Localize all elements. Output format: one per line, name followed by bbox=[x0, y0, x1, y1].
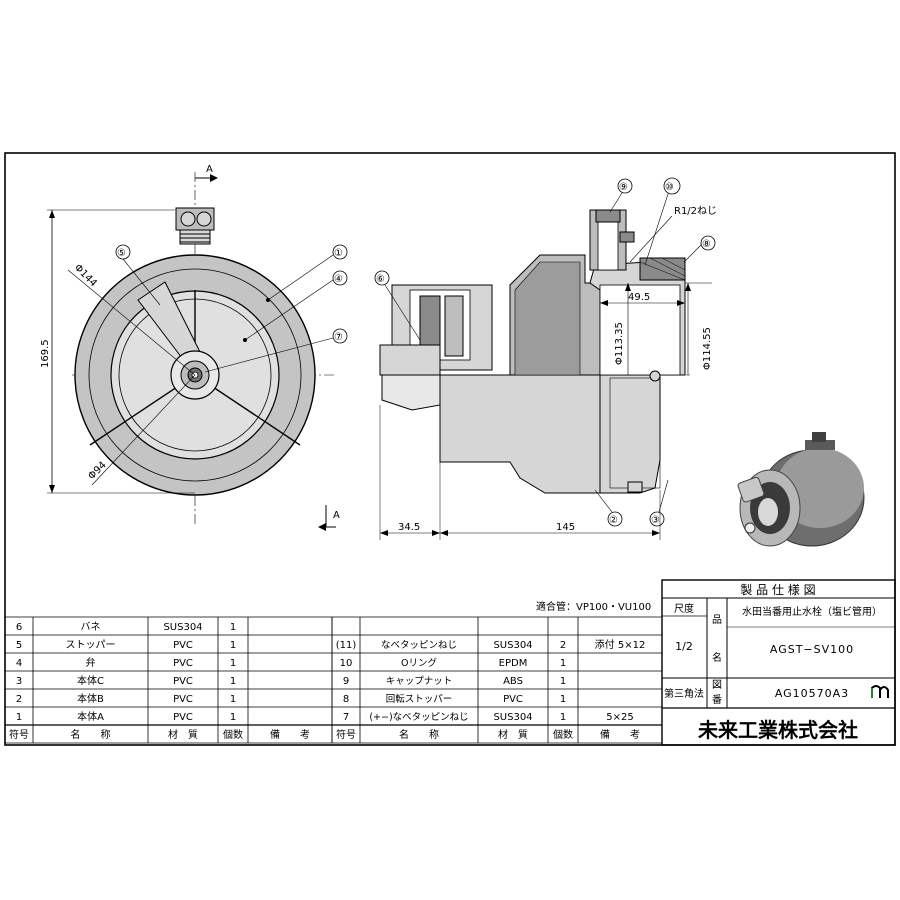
part-cell-material: PVC bbox=[173, 676, 193, 687]
part-cell-material: SUS304 bbox=[493, 712, 532, 723]
part-cell-no: (11) bbox=[336, 640, 357, 651]
scale-value: 1/2 bbox=[675, 640, 693, 653]
section-mark-top: A bbox=[206, 164, 213, 175]
part-cell-name: 本体C bbox=[77, 674, 104, 687]
section-mark-bottom: A bbox=[333, 510, 340, 521]
name-label-2: 名 bbox=[712, 651, 722, 664]
parts-header-material: 材 質 bbox=[498, 728, 528, 741]
drawing-label-1: 図 bbox=[712, 679, 722, 691]
part-cell-name: 回転ストッパー bbox=[386, 694, 453, 705]
part-cell-material: PVC bbox=[503, 694, 523, 705]
part-cell-no: 5 bbox=[16, 640, 22, 651]
dim-r-half: R1/2ねじ bbox=[674, 205, 717, 217]
balloon-2: ② bbox=[609, 515, 618, 526]
dim-169: 169.5 bbox=[40, 339, 51, 368]
dim-d113: Φ113.35 bbox=[614, 322, 625, 365]
drawing-number: AG10570A3 bbox=[775, 687, 849, 700]
projection-label: 第三角法 bbox=[664, 687, 704, 700]
part-cell-name: (+−)なベタッピンねじ bbox=[369, 712, 468, 723]
company-name: 未来工業株式会社 bbox=[698, 718, 858, 742]
dim-d144: Φ144 bbox=[72, 262, 99, 289]
balloon-4: ④ bbox=[334, 274, 343, 285]
dim-d114: Φ114.55 bbox=[702, 327, 713, 370]
part-cell-material: PVC bbox=[173, 640, 193, 651]
name-label-1: 品 bbox=[712, 614, 722, 626]
part-cell-no: 8 bbox=[343, 694, 349, 705]
parts-table: 6 バネ SUS304 1 5 ストッパー PVC 1 4 弁 PVC 1 3 本体C PVC 1 2 本体B PV… bbox=[4, 616, 663, 744]
balloon-6: ⑥ bbox=[376, 274, 385, 285]
product-name: 水田当番用止水栓（塩ビ管用） bbox=[742, 605, 882, 618]
part-cell-qty: 1 bbox=[230, 712, 236, 723]
balloon-1-front: ① bbox=[334, 248, 343, 259]
part-cell-no: 4 bbox=[16, 658, 22, 669]
part-cell-no: 9 bbox=[343, 676, 349, 687]
part-cell-material: PVC bbox=[173, 712, 193, 723]
title-block: 製 品 仕 様 図 尺度 1/2 第三角法 品 名 図 番 水田当番用止水栓（塩… bbox=[661, 579, 896, 746]
part-cell-name: キャップナット bbox=[386, 676, 453, 687]
front-view: A A 169.5 bbox=[40, 164, 348, 531]
part-cell-note: 添付 5×12 bbox=[595, 638, 646, 651]
part-cell-material: EPDM bbox=[499, 658, 528, 669]
part-cell-qty: 1 bbox=[230, 676, 236, 687]
parts-header-no: 符号 bbox=[9, 728, 29, 741]
part-cell-name: 本体B bbox=[77, 692, 104, 705]
section-view: R1/2ねじ 49.5 Φ113.35 Φ114.55 34.5 145 ⑥ ⑨ bbox=[374, 177, 717, 540]
product-code: AGST−SV100 bbox=[770, 643, 854, 656]
parts-header-no: 符号 bbox=[336, 728, 356, 741]
part-cell-qty: 1 bbox=[230, 622, 236, 633]
part-cell-qty: 1 bbox=[560, 676, 566, 687]
part-cell-qty: 1 bbox=[560, 658, 566, 669]
part-cell-material: SUS304 bbox=[493, 640, 532, 651]
part-cell-no: 3 bbox=[16, 676, 22, 687]
balloon-9: ⑨ bbox=[619, 182, 628, 193]
parts-header-qty: 個数 bbox=[223, 728, 243, 741]
part-cell-no: 10 bbox=[340, 658, 353, 669]
company-logo bbox=[871, 685, 889, 698]
part-cell-name: ストッパー bbox=[66, 639, 116, 651]
part-cell-qty: 1 bbox=[560, 712, 566, 723]
part-cell-name: 弁 bbox=[86, 656, 96, 669]
part-cell-no: 6 bbox=[16, 622, 22, 633]
parts-header-name: 名 称 bbox=[399, 728, 439, 741]
part-cell-material: SUS304 bbox=[163, 622, 202, 633]
dim-145: 145 bbox=[556, 522, 575, 533]
part-cell-material: PVC bbox=[173, 694, 193, 705]
part-cell-name: バネ bbox=[81, 621, 101, 633]
balloon-3: ③ bbox=[651, 515, 660, 526]
dim-34: 34.5 bbox=[398, 522, 420, 533]
part-cell-no: 2 bbox=[16, 694, 22, 705]
part-cell-qty: 1 bbox=[230, 694, 236, 705]
balloon-10: ⑩ bbox=[665, 182, 674, 193]
parts-header-qty: 個数 bbox=[553, 728, 573, 741]
part-cell-name: なベタッピンねじ bbox=[381, 640, 457, 651]
balloon-8: ⑧ bbox=[702, 239, 711, 250]
part-cell-no: 1 bbox=[16, 712, 22, 723]
part-cell-qty: 1 bbox=[230, 658, 236, 669]
part-cell-qty: 1 bbox=[560, 694, 566, 705]
applicable-pipe: 適合管：VP100・VU100 bbox=[536, 600, 651, 613]
part-cell-name: 本体A bbox=[77, 710, 104, 723]
part-cell-name: Oリング bbox=[401, 657, 437, 669]
drawing-label-2: 番 bbox=[712, 694, 722, 706]
parts-header-note: 備 考 bbox=[600, 728, 640, 741]
part-cell-material: ABS bbox=[503, 676, 523, 687]
drawing-frame bbox=[4, 152, 896, 746]
balloon-7: ⑦ bbox=[334, 332, 343, 343]
part-cell-qty: 2 bbox=[560, 640, 566, 651]
parts-header-note: 備 考 bbox=[270, 728, 310, 741]
parts-header-name: 名 称 bbox=[71, 728, 111, 741]
part-cell-no: 7 bbox=[343, 712, 349, 723]
balloon-5: ⑤ bbox=[117, 248, 126, 259]
title-header: 製 品 仕 様 図 bbox=[740, 583, 815, 597]
part-cell-qty: 1 bbox=[230, 640, 236, 651]
scale-label: 尺度 bbox=[674, 602, 694, 615]
part-cell-material: PVC bbox=[173, 658, 193, 669]
product-render bbox=[737, 432, 865, 547]
parts-header-material: 材 質 bbox=[168, 728, 198, 741]
part-cell-note: 5×25 bbox=[606, 712, 633, 723]
dim-49: 49.5 bbox=[628, 292, 650, 303]
